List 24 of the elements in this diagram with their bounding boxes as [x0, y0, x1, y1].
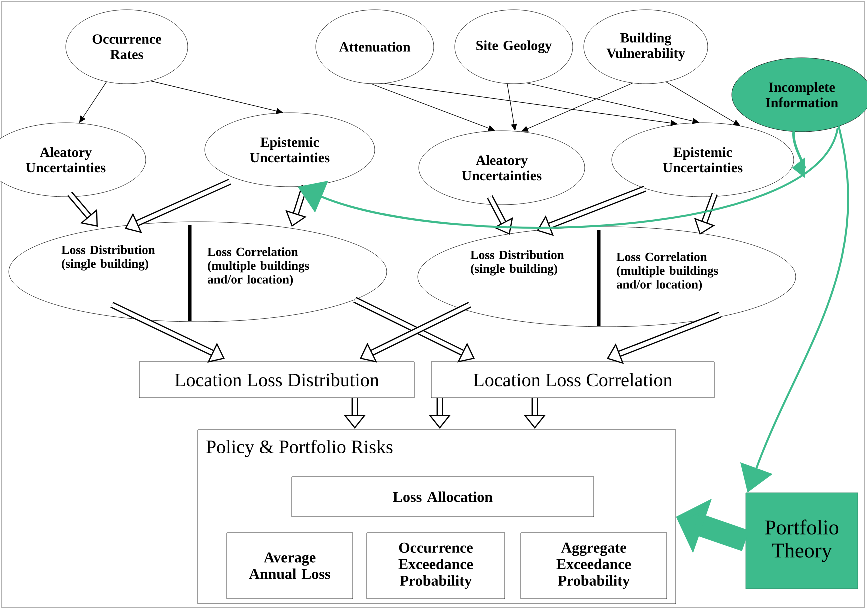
- ellipse-node: Occurrence Rates: [66, 10, 188, 84]
- arrow: [371, 84, 496, 132]
- block-arrow: [354, 297, 475, 363]
- block-arrow: [360, 302, 472, 363]
- block-arrow: [487, 196, 514, 235]
- result-box: Occurrence Exceedance Probability: [366, 532, 506, 600]
- ellipse-node: Aleatory Uncertainties: [418, 130, 586, 206]
- process-box: Location Loss Correlation: [431, 362, 715, 398]
- ellipse-node: Site Geology: [454, 10, 574, 84]
- ellipse-node: Epistemic Uncertainties: [612, 122, 794, 198]
- block-arrow: [537, 186, 646, 236]
- theory-box: Portfolio Theory: [746, 492, 858, 590]
- process-box: Location Loss Distribution: [139, 362, 415, 398]
- block-arrow: [110, 302, 225, 363]
- result-box: Aggregate Exceedance Probability: [520, 532, 668, 600]
- ellipse-node: Building Vulnerability: [584, 10, 708, 84]
- ellipse-node: Attenuation: [316, 10, 434, 84]
- block-arrow: [607, 312, 722, 364]
- result-box: Average Annual Loss: [226, 532, 354, 600]
- block-arrow: [125, 179, 232, 234]
- ellipse-node: Epistemic Uncertainties: [204, 112, 376, 188]
- arrow: [150, 80, 284, 114]
- result-box: Loss Allocation: [292, 476, 594, 518]
- block-arrow: [68, 192, 98, 227]
